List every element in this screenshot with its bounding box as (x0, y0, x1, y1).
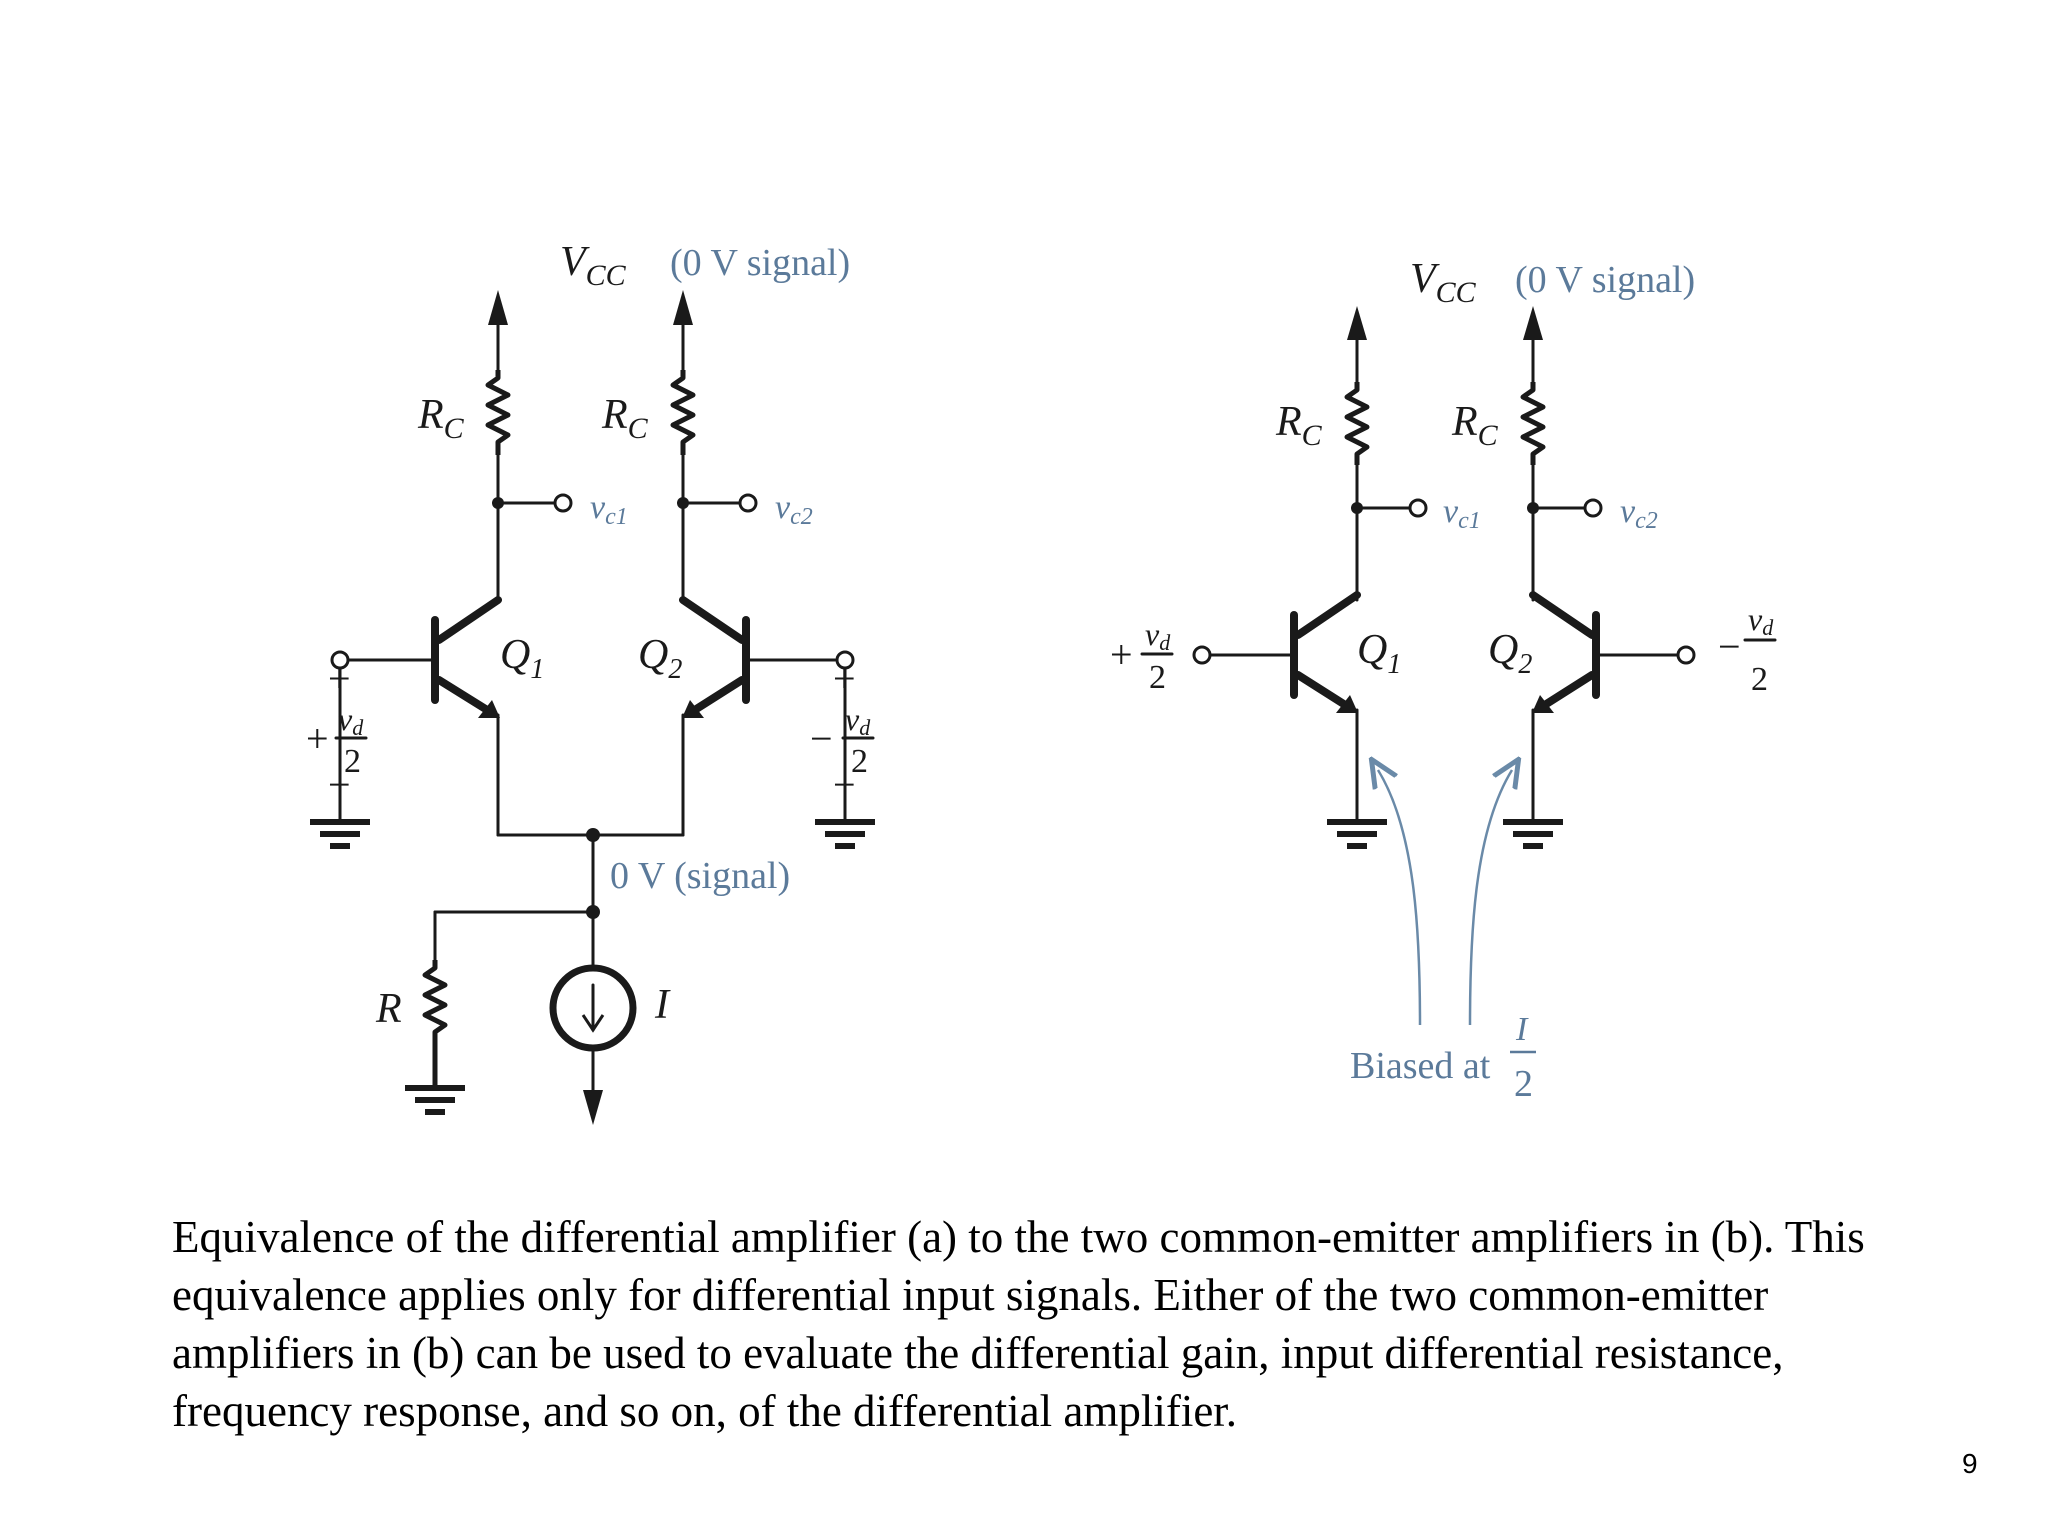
rc-resistor-a-left (485, 370, 511, 455)
signal-note-b: (0 V signal) (1515, 259, 1695, 301)
signal-note-a: (0 V signal) (670, 242, 850, 284)
vcc-arrow-b-left (1347, 306, 1367, 387)
q2-label-a: Q2 (638, 632, 682, 685)
biased-at-text: Biased at (1350, 1045, 1491, 1087)
vcc-arrow-a-left (488, 290, 508, 377)
terminal-vc1-b (1408, 498, 1428, 518)
input-minus-a-left: − (328, 762, 351, 807)
vc1-label-a: vc1 (590, 489, 628, 530)
transistor-q1-a (346, 596, 502, 718)
terminal-vc1-a (553, 493, 573, 513)
vc1-label-b: vc1 (1443, 493, 1481, 534)
ground-a-right (815, 819, 875, 849)
r-resistor-a (422, 960, 448, 1085)
transistor-q1-b (1208, 591, 1361, 713)
vcc-label-b: VCC (1410, 256, 1477, 309)
vd-den-b-right: 2 (1751, 661, 1768, 698)
q2-label-b: Q2 (1488, 627, 1532, 680)
vd-sign-b-left: + (1110, 632, 1133, 677)
rc-label-b-left: RC (1275, 399, 1323, 452)
circuit-a: VCC (0 V signal) RC RC vc1 vc2 (306, 239, 875, 1125)
rc-label-a-right: RC (601, 392, 649, 445)
input-plus-a-left: + (328, 656, 351, 701)
rc-resistor-b-right (1520, 382, 1546, 465)
vd-num-a-right: vd (845, 701, 871, 740)
input-plus-a-right: + (833, 656, 856, 701)
q1-label-a: Q1 (500, 632, 544, 685)
rc-label-a-left: RC (417, 392, 465, 445)
ground-b-left (1327, 819, 1387, 849)
input-minus-a-right: − (833, 762, 856, 807)
vd-sign-a-left: + (306, 716, 329, 761)
vc2-label-b: vc2 (1620, 493, 1658, 534)
terminal-vc2-b (1583, 498, 1603, 518)
terminal-vc2-a (738, 493, 758, 513)
input-terminal-b-right (1676, 645, 1696, 665)
vcc-label-a: VCC (560, 239, 627, 292)
vd-den-a-left: 2 (344, 743, 361, 780)
transistor-q2-b (1529, 591, 1680, 713)
rc-resistor-b-left (1344, 382, 1370, 465)
ground-b-right (1503, 819, 1563, 849)
vcc-arrow-b-right (1523, 306, 1543, 387)
vcc-arrow-a-right (673, 290, 693, 377)
vd-den-a-right: 2 (851, 743, 868, 780)
bias-arrow-right (1468, 770, 1512, 1026)
vc2-label-a: vc2 (775, 489, 813, 530)
ground-a-r (405, 1085, 465, 1115)
input-terminal-b-left (1192, 645, 1212, 665)
vd-num-b-right: vd (1748, 601, 1774, 640)
biased-num: I (1515, 1011, 1529, 1048)
vd-den-b-left: 2 (1149, 659, 1166, 696)
page-number: 9 (1962, 1448, 1978, 1479)
bias-arrow-left (1378, 770, 1422, 1026)
rc-label-b-right: RC (1451, 399, 1499, 452)
vd-sign-a-right: − (810, 716, 833, 761)
current-source-a (549, 964, 637, 1125)
i-label-a: I (654, 982, 671, 1028)
vd-sign-b-right: − (1718, 624, 1741, 669)
q1-label-b: Q1 (1357, 627, 1401, 680)
rc-resistor-a-right (670, 370, 696, 455)
ground-a-left (310, 819, 370, 849)
circuit-b: VCC (0 V signal) RC RC vc1 vc2 (1110, 256, 1777, 1105)
r-label-a: R (375, 986, 402, 1032)
figure-caption: Equivalence of the differential amplifie… (172, 1212, 1865, 1436)
vd-num-b-left: vd (1145, 616, 1171, 655)
emitter-node-note-a: 0 V (signal) (610, 855, 790, 897)
vd-num-a-left: vd (338, 701, 364, 740)
transistor-q2-a (679, 596, 837, 718)
biased-den: 2 (1514, 1063, 1533, 1105)
